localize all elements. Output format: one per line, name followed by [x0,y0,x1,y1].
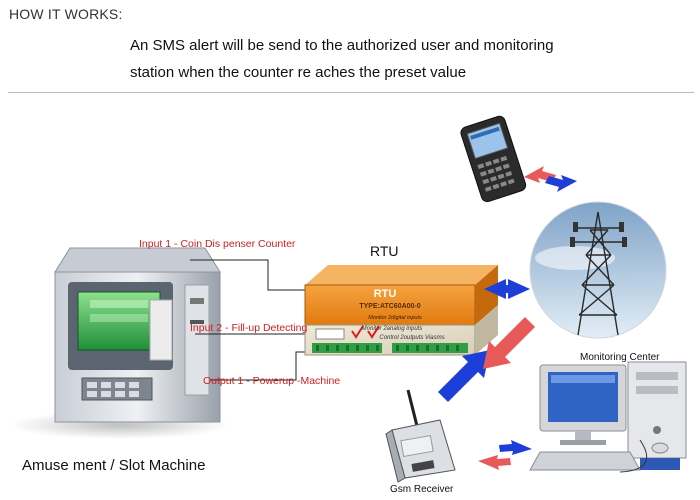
input-output-lines [190,259,312,381]
input-1-label: Input 1 - Coin Dis penser Counter [139,238,296,250]
output-1-label: Output 1 - Powerup -Machine [203,375,341,387]
gsm-receiver-label: Gsm Receiver [390,484,454,495]
cell-tower-icon [529,201,667,339]
rtu-brand-text: RTU [374,288,397,300]
page-heading: HOW IT WORKS: [9,6,123,22]
arrow-tower-gsm-icon [438,317,535,402]
monitoring-center-label: Monitoring Center [580,352,660,363]
rtu-feature-a-text: Monitor 2analog inputs [362,326,423,332]
rtu-subtitle-text: Monitor 2digital inputs [368,315,422,321]
machine-label: Amuse ment / Slot Machine [22,457,206,474]
gsm-receiver-icon [385,389,456,483]
arrow-gsm-computer-icon [478,440,532,470]
arrow-rtu-tower-icon [484,279,530,299]
arrow-phone-tower-icon [524,166,577,192]
rtu-feature-b-text: Control 2outputs Viasms [379,335,444,341]
slot-machine-icon [10,247,230,439]
input-2-label: Input 2 - Fill-up Detecting [190,322,308,334]
divider [8,92,694,93]
rtu-device-icon [304,265,498,356]
monitoring-computer-icon [529,361,687,473]
description-line-1: An SMS alert will be send to the authori… [130,37,554,54]
description-line-2: station when the counter re aches the pr… [130,64,467,81]
rtu-label: RTU [370,243,399,259]
mobile-phone-icon [460,115,527,203]
rtu-type-text: TYPE:ATC60A00-0 [359,303,420,310]
